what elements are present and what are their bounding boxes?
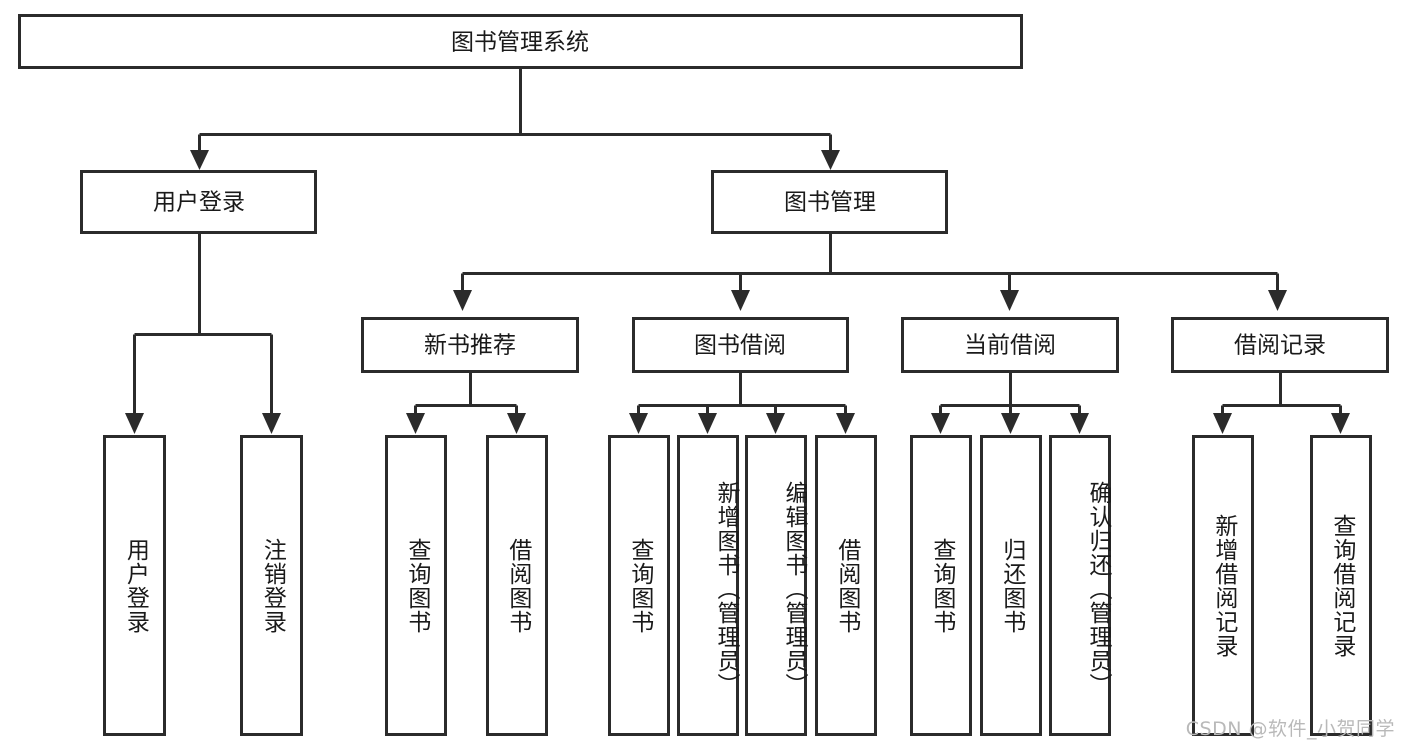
leaf-box-records-1[interactable] — [1310, 435, 1372, 736]
leaf-box-records-0[interactable] — [1192, 435, 1254, 736]
arrow-head-icon — [1001, 413, 1020, 434]
node-root[interactable]: 图书管理系统 — [18, 14, 1023, 69]
arrow-head-icon — [1070, 413, 1089, 434]
leaf-box-borrow-3[interactable] — [815, 435, 877, 736]
arrow-head-icon — [406, 413, 425, 434]
leaf-box-borrow-1[interactable] — [677, 435, 739, 736]
connector-new-book-recommend-to-leaves — [406, 371, 526, 434]
root-box-shape — [18, 14, 1023, 69]
arrow-head-icon — [698, 413, 717, 434]
arrow-head-icon — [1331, 413, 1350, 434]
node-current-borrow[interactable]: 当前借阅 — [901, 317, 1119, 373]
arrow-head-icon — [629, 413, 648, 434]
csdn-watermark: CSDN @软件_小贺同学 — [1185, 718, 1395, 740]
current-borrow-box-shape — [901, 317, 1119, 373]
leaf-box-borrow-0[interactable] — [608, 435, 670, 736]
leaf-box-current-1[interactable] — [980, 435, 1042, 736]
leaf-box-user-login-1[interactable] — [240, 435, 303, 736]
arrow-head-icon — [1213, 413, 1232, 434]
leaf-box-recommend-1[interactable] — [486, 435, 548, 736]
connector-book-borrow-to-leaves — [629, 371, 855, 434]
book-borrow-box-label: 图书借阅 — [694, 333, 786, 359]
arrow-head-icon — [262, 413, 281, 434]
arrow-head-icon — [731, 290, 750, 311]
arrow-head-icon — [836, 413, 855, 434]
node-book-management[interactable]: 图书管理 — [711, 170, 948, 234]
leaf-box-borrow-2[interactable] — [745, 435, 807, 736]
node-book-borrow[interactable]: 图书借阅 — [632, 317, 849, 373]
arrow-head-icon — [931, 413, 950, 434]
arrow-head-icon — [821, 150, 840, 170]
current-borrow-box-label: 当前借阅 — [964, 333, 1056, 359]
arrow-head-icon — [1000, 290, 1019, 311]
node-borrow-records[interactable]: 借阅记录 — [1171, 317, 1389, 373]
arrow-head-icon — [125, 413, 144, 434]
connector-borrow-records-to-leaves — [1213, 371, 1350, 434]
connector-root-to-level2 — [190, 67, 840, 170]
arrow-head-icon — [507, 413, 526, 434]
book-management-box-label: 图书管理 — [784, 190, 876, 216]
arrow-head-icon — [1268, 290, 1287, 311]
leaf-box-current-2[interactable] — [1049, 435, 1111, 736]
leaf-box-user-login-0[interactable] — [103, 435, 166, 736]
borrow-records-box-label: 借阅记录 — [1234, 333, 1326, 359]
arrow-head-icon — [766, 413, 785, 434]
leaf-box-current-0[interactable] — [910, 435, 972, 736]
node-new-book-recommend[interactable]: 新书推荐 — [361, 317, 579, 373]
arrow-head-icon — [190, 150, 209, 170]
leaf-box-recommend-0[interactable] — [385, 435, 447, 736]
connector-book-management-to-level3 — [453, 232, 1287, 311]
user-login-box-label: 用户登录 — [153, 190, 245, 216]
node-user-login[interactable]: 用户登录 — [80, 170, 317, 234]
root-box-label: 图书管理系统 — [451, 30, 589, 56]
connector-current-borrow-to-leaves — [931, 371, 1089, 434]
user-login-box-shape — [80, 170, 317, 234]
arrow-head-icon — [453, 290, 472, 311]
new-book-recommend-box-label: 新书推荐 — [424, 333, 516, 359]
new-book-recommend-box-shape — [361, 317, 579, 373]
connector-user-login-to-leaves — [125, 232, 281, 434]
